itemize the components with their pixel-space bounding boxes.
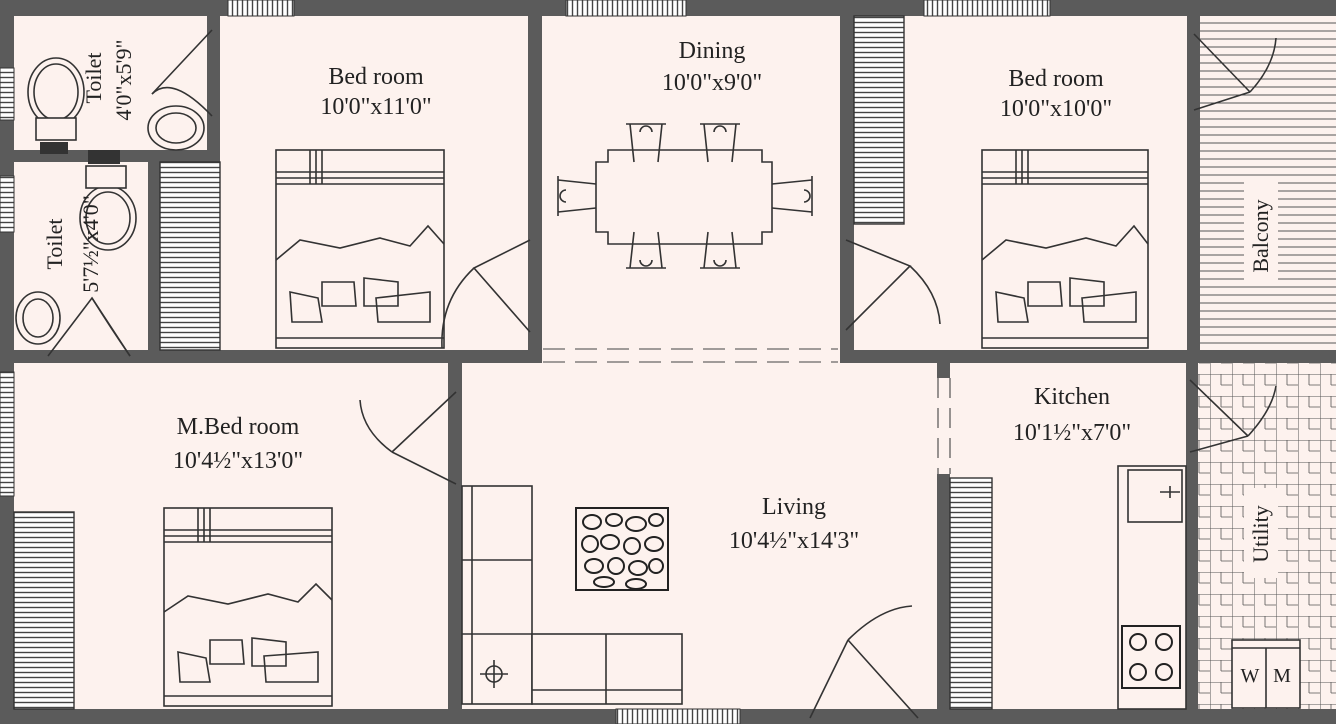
room-labels: Toilet 4'0"x5'9" Toilet 5'7½"x4'0" Bed r… [42, 38, 1278, 578]
dining-name: Dining [679, 38, 746, 64]
living-kitchen-opening [936, 378, 952, 474]
bed-master-bedroom [163, 507, 333, 707]
master-bedroom-name: M.Bed room [177, 414, 300, 440]
toilet-left-dims: 5'7½"x4'0" [78, 195, 103, 292]
utility-label-bg [1244, 488, 1278, 578]
living-name: Living [762, 494, 826, 520]
window-left-toilet [0, 67, 15, 121]
bed-bedroom-1 [275, 149, 445, 349]
window-top-dining [565, 0, 687, 17]
toilet-top-dims: 4'0"x5'9" [111, 40, 136, 121]
dining-dims: 10'0"x9'0" [662, 70, 762, 96]
balcony-label-bg [1244, 180, 1278, 286]
bed-bedroom-2 [981, 149, 1149, 349]
bedroom-2-dims: 10'0"x10'0" [1000, 96, 1112, 122]
sofa-set [461, 485, 683, 705]
toilet-top-fixtures [27, 57, 205, 154]
living-dims: 10'4½"x14'3" [729, 528, 859, 554]
bedroom-1-dims: 10'0"x11'0" [320, 94, 431, 120]
balcony-name: Balcony [1248, 199, 1273, 272]
dining-table [557, 123, 813, 269]
kitchen-name: Kitchen [1034, 384, 1110, 410]
master-bedroom-dims: 10'4½"x13'0" [173, 448, 303, 474]
washing-machine [1231, 639, 1301, 709]
washing-machine-w: W [1241, 665, 1260, 687]
toilet-left-name: Toilet [42, 218, 67, 269]
doors [47, 29, 1277, 719]
window-left-toilet-2 [0, 175, 15, 233]
window-left-mbed [0, 371, 15, 497]
toilet-left-fixtures [15, 150, 137, 345]
wardrobe-bedroom-1 [159, 161, 221, 351]
wardrobe-kitchen [949, 477, 993, 710]
window-top-bedroom-2 [923, 0, 1051, 17]
kitchen-dims: 10'1½"x7'0" [1013, 420, 1131, 446]
toilet-top-name: Toilet [81, 52, 106, 103]
bedroom-1-name: Bed room [328, 64, 424, 90]
wardrobe-bedroom-2 [853, 15, 905, 225]
window-bottom-living [615, 708, 741, 724]
wardrobe-master-bedroom [13, 511, 75, 710]
dining-living-opening [542, 348, 840, 364]
kitchen-counter [1117, 465, 1187, 710]
utility-name: Utility [1248, 505, 1273, 562]
living-rug [575, 507, 669, 591]
washing-machine-m: M [1273, 665, 1291, 687]
window-top-bedroom-1 [227, 0, 295, 17]
bedroom-2-name: Bed room [1008, 66, 1104, 92]
